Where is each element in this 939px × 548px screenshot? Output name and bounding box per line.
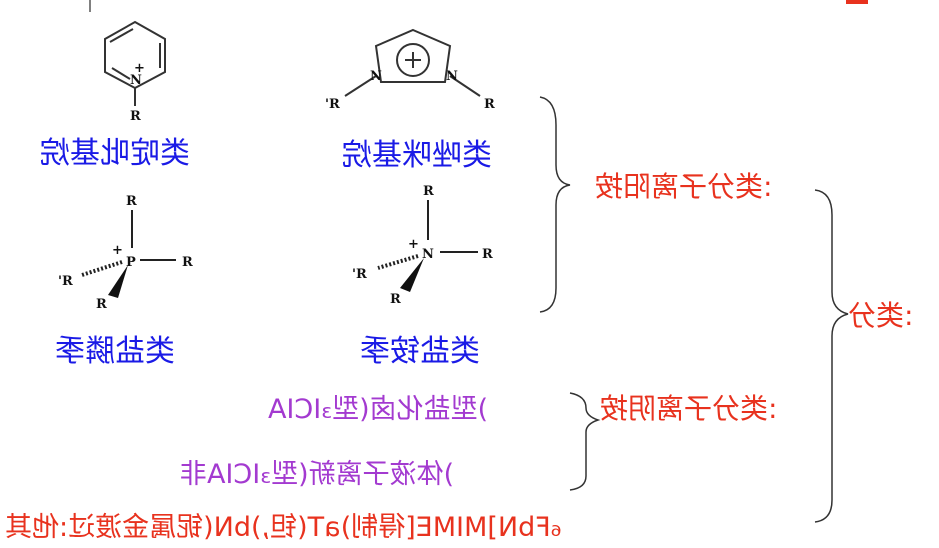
pyridinium-label: 类啶吡基烷 (40, 136, 190, 171)
non-alcl3-type-label: )体液子离新(型₃ICIA非 (180, 459, 455, 490)
pyridinium-structure (104, 20, 166, 106)
classification-bracket (814, 189, 849, 523)
ammonium-r-bottom: R (390, 292, 401, 307)
imidazolium-label: 类唑咪基烷 (342, 138, 492, 173)
phosphonium-p: P (126, 255, 136, 270)
phosphonium-structure (81, 210, 176, 277)
classification-label: :类分 (848, 299, 914, 332)
imidazolium-r-prime: 'R (325, 97, 340, 112)
alcl3-type-label: )型盐化卤(型₃ICIA (268, 394, 489, 425)
ammonium-structure (377, 200, 478, 270)
cation-class-label: :类分子离阳按 (595, 170, 773, 203)
imidazolium-n-left: N (370, 69, 382, 84)
ammonium-r-right: R (482, 247, 493, 262)
phosphonium-r-bottom: R (96, 297, 107, 312)
anion-bracket (569, 392, 601, 491)
ammonium-r-top: R (423, 184, 434, 199)
cut-off-fragment (846, 0, 868, 4)
pyridinium-plus: + (134, 61, 145, 76)
pyridinium-n: N (130, 73, 142, 88)
pyridinium-r: R (130, 109, 141, 124)
ammonium-plus: + (408, 237, 419, 252)
imidazolium-r: R (484, 97, 495, 112)
ammonium-label: 类盐铵季 (360, 334, 480, 369)
cation-bracket (539, 96, 571, 313)
phosphonium-plus: + (112, 243, 123, 258)
phosphonium-r-right: R (182, 255, 193, 270)
phosphonium-label: 类盐膦季 (55, 334, 175, 369)
anion-class-label: :类分子离阴按 (600, 392, 778, 425)
other-label: ₆FbN]MIME[得制)aT(钽,)bN(铌属金渡过:他其 (5, 512, 562, 543)
phosphonium-wedge (108, 265, 128, 298)
phosphonium-r-prime: 'R (58, 274, 73, 289)
imidazolium-n-right: N (446, 69, 458, 84)
phosphonium-r-top: R (126, 194, 137, 209)
ammonium-n: N (422, 247, 434, 262)
imidazolium-structure (344, 28, 481, 97)
ammonium-r-prime: 'R (352, 267, 367, 282)
ammonium-wedge (400, 258, 424, 292)
